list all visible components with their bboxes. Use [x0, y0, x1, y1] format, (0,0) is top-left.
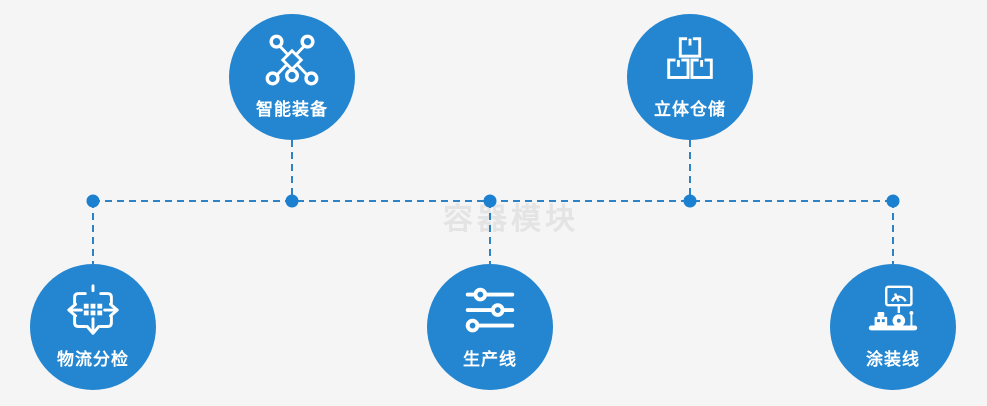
node-painting-line: 涂装线 [830, 264, 956, 390]
junction-dot [886, 194, 900, 208]
stacked-boxes-icon [659, 30, 721, 92]
machine-station-icon [862, 280, 924, 342]
junction-dot [683, 194, 697, 208]
junction-dot [483, 194, 497, 208]
network-nodes-icon [261, 30, 323, 92]
node-warehouse: 立体仓储 [627, 14, 753, 140]
sorting-arrows-icon [62, 280, 124, 342]
node-label: 智能装备 [256, 100, 328, 119]
watermark-text: 容器模块 [443, 203, 579, 236]
node-label: 立体仓储 [654, 100, 726, 119]
node-smart-equipment: 智能装备 [229, 14, 355, 140]
node-production-line: 生产线 [427, 264, 553, 390]
sliders-icon [459, 280, 521, 342]
node-logistics-sorting: 物流分检 [30, 264, 156, 390]
node-label: 物流分检 [57, 350, 129, 369]
junction-dot [86, 194, 100, 208]
node-label: 生产线 [463, 350, 517, 369]
junction-dot [285, 194, 299, 208]
node-label: 涂装线 [866, 350, 920, 369]
